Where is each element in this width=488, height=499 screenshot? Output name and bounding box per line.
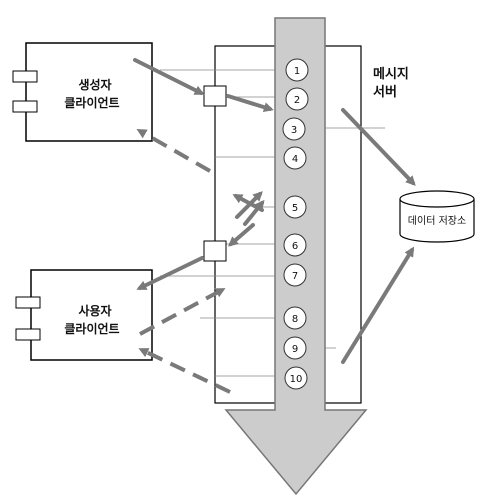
step-circle-5: [283, 195, 307, 219]
step-circle-4: [283, 146, 307, 170]
fetch-arrow: [136, 256, 204, 290]
data-store-top: [399, 190, 475, 208]
step-circle-6: [283, 233, 307, 257]
step-circle-8: [283, 306, 307, 330]
ack-arrow-a: [235, 191, 263, 219]
step-number-3: 3: [291, 125, 297, 136]
step-circles: [282, 58, 309, 390]
step-number-9: 9: [292, 344, 298, 355]
retrieve-arrow: [341, 246, 415, 364]
producer-client: 생성자 클라이언트: [12, 42, 153, 142]
consumer-client: 사용자 클라이언트: [15, 269, 153, 361]
step-circle-2: [285, 87, 309, 111]
step-number-1: 1: [294, 66, 300, 77]
enqueue-arrow: [226, 94, 274, 113]
consumer-label-line1: 사용자: [78, 303, 111, 318]
ack-arrow-c: [243, 199, 265, 226]
consumer-request-arrow: [139, 288, 226, 336]
step-circle-9: [283, 336, 307, 360]
step-number-10: 10: [290, 374, 303, 385]
step-number-4: 4: [292, 154, 298, 165]
data-store-body: [399, 199, 475, 243]
producer-label-line2: 클라이언트: [64, 95, 119, 110]
producer-port-bottom: [12, 100, 38, 113]
step-number-7: 7: [292, 271, 298, 282]
consumer-ack-arrow: [138, 348, 231, 394]
data-store: 데이터 저장소: [399, 190, 475, 243]
step-number-2: 2: [294, 95, 300, 106]
step-numbers: 1 2 3 4 5 6 7 8 9 10: [290, 66, 303, 385]
consumer-client-box: [30, 269, 153, 361]
producer-ack-arrow: [136, 129, 211, 173]
producer-label-line1: 생성자: [78, 77, 111, 92]
step-circle-10: [284, 366, 308, 390]
step-number-6: 6: [292, 241, 298, 252]
consumer-port-top: [15, 296, 41, 309]
step-circle-7: [283, 263, 307, 287]
step-number-5: 5: [292, 203, 298, 214]
producer-client-box: [25, 42, 153, 142]
server-label-line1: 메시지: [373, 67, 409, 82]
server-label-line2: 서버: [373, 84, 397, 100]
send-arrow: [133, 58, 205, 95]
step-number-8: 8: [292, 314, 298, 325]
store-arrow: [341, 108, 416, 186]
producer-port-top: [12, 70, 38, 83]
queue-port-top: [203, 85, 227, 107]
data-store-label: 데이터 저장소: [408, 215, 466, 227]
dispatch-arrow: [227, 223, 255, 247]
step-circle-3: [282, 117, 306, 141]
queue-port-bottom: [203, 240, 227, 262]
solid-arrows: [133, 58, 416, 364]
consumer-port-bottom: [15, 328, 41, 341]
dashed-arrows: [136, 129, 231, 394]
consumer-label-line2: 클라이언트: [64, 321, 119, 336]
step-circle-1: [285, 58, 309, 82]
